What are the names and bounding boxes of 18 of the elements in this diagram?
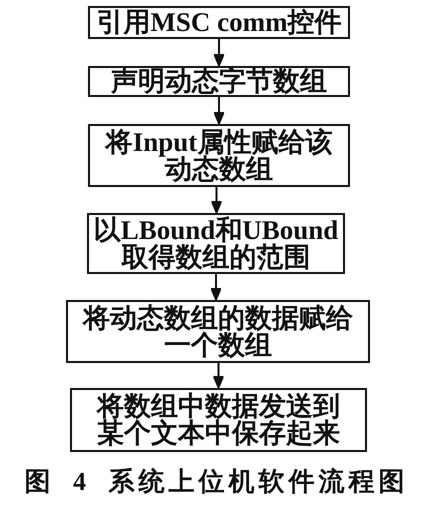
arrow bbox=[210, 274, 222, 301]
process-box bbox=[87, 213, 345, 274]
step-text: 将数组中数据发送到某个文本中保存起来 bbox=[95, 393, 341, 447]
step-text: 声明动态字节数组 bbox=[111, 68, 327, 95]
step-text: 引用MSC comm控件 bbox=[96, 9, 342, 36]
arrow bbox=[213, 39, 225, 67]
figure-caption: 图 4 系统上位机软件流程图 bbox=[24, 467, 408, 496]
step-text: 将动态数组的数据赋给一个数组 bbox=[81, 304, 354, 358]
process-box bbox=[88, 6, 350, 39]
arrow bbox=[213, 97, 225, 125]
step-text: 以LBound和UBound取得数组的范围 bbox=[92, 216, 340, 270]
arrow bbox=[210, 187, 222, 214]
step-text: 将Input属性赋给该动态数组 bbox=[104, 128, 334, 182]
arrow bbox=[212, 363, 224, 389]
process-box bbox=[66, 300, 370, 363]
process-box bbox=[88, 124, 350, 187]
process-box bbox=[88, 66, 350, 97]
process-box bbox=[70, 388, 367, 452]
